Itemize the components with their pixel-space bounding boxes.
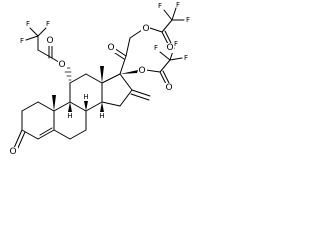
c20-carbonyl-oxygen-label: O bbox=[107, 43, 114, 53]
c9-hydrogen-label: H bbox=[67, 112, 72, 120]
c17-fluorine-3-label: F bbox=[154, 44, 158, 52]
c11-fluorine-3-label: F bbox=[20, 37, 24, 45]
c11-fluorine-1-label: F bbox=[26, 20, 30, 28]
c21-ester-carbonyl-oxygen-label: O bbox=[166, 43, 173, 53]
c17-fluorine-1-label: F bbox=[184, 54, 188, 62]
c21-oxygen-label: O bbox=[142, 24, 149, 34]
molecule-structure: O O O F F F O O O F F F O O F F F H bbox=[8, 1, 190, 158]
c17-ester-carbonyl-oxygen-label: O bbox=[165, 83, 172, 93]
ring-d bbox=[101, 73, 151, 107]
c8-hydrogen-label: H bbox=[83, 93, 88, 101]
c11-trifluoroacetate bbox=[25, 27, 63, 65]
c21-fluorine-1-label: F bbox=[186, 16, 190, 24]
c13-methyl-wedge bbox=[100, 66, 104, 83]
c17-trifluoroacetate bbox=[145, 47, 183, 85]
ring-a bbox=[13, 101, 55, 151]
c11-ester-carbonyl-oxygen-label: O bbox=[46, 36, 53, 46]
ring-b bbox=[53, 101, 87, 140]
ring-c bbox=[69, 73, 103, 112]
c17-side-chain bbox=[111, 7, 185, 75]
c3-ketone-oxygen-label: O bbox=[9, 147, 16, 157]
c11-oxygen-label: O bbox=[58, 60, 65, 70]
c17-o-wedge bbox=[120, 70, 138, 74]
c21-fluorine-2-label: F bbox=[176, 1, 180, 9]
atom-labels: O O O F F F O O O F F F O O F F F H bbox=[8, 1, 190, 158]
c14-h-wedge bbox=[100, 102, 104, 112]
c21-fluorine-3-label: F bbox=[158, 2, 162, 10]
c14-hydrogen-label: H bbox=[99, 112, 104, 120]
c11-fluorine-2-label: F bbox=[46, 20, 50, 28]
c10-methyl-wedge bbox=[52, 95, 56, 111]
c8-h-wedge bbox=[84, 101, 88, 111]
structure-figure: O O O F F F O O O F F F O O F F F H bbox=[0, 0, 210, 168]
c9-h-wedge bbox=[68, 102, 72, 112]
c17-fluorine-2-label: F bbox=[174, 40, 178, 48]
c17-oxygen-label: O bbox=[138, 66, 145, 76]
